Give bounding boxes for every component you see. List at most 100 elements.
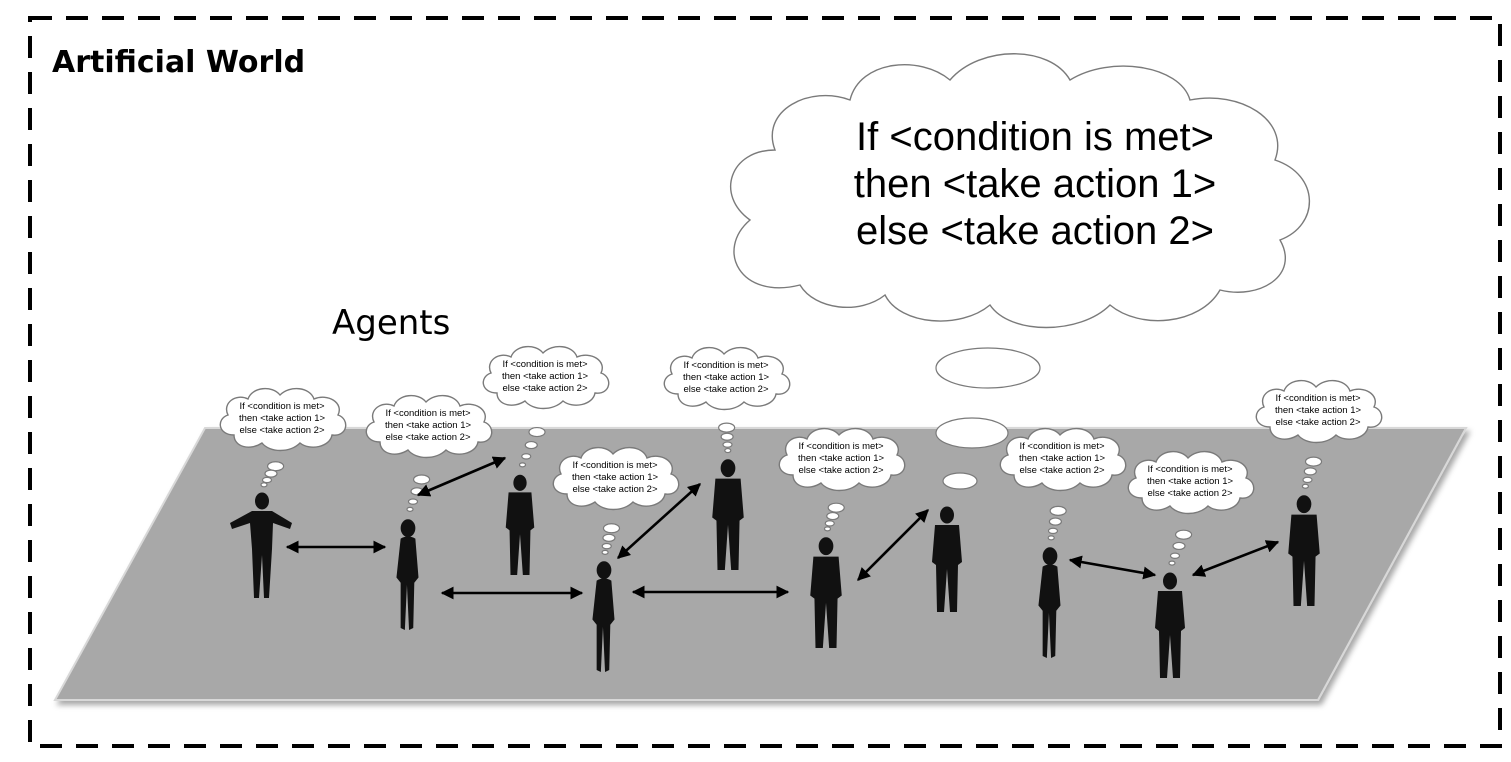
- agent-rule-line: If <condition is met>: [1275, 393, 1360, 404]
- agent-rule-line: else <take action 2>: [683, 384, 768, 395]
- agent-rule-line: If <condition is met>: [683, 360, 768, 371]
- thought-bubble-dot: [260, 482, 268, 488]
- agent-rule-line: else <take action 2>: [572, 484, 657, 495]
- person-silhouette-icon: [1038, 547, 1061, 658]
- thought-bubble-dot: [1169, 552, 1181, 559]
- agent-rule-line: else <take action 2>: [1275, 417, 1360, 428]
- agent-rule-line: else <take action 2>: [1019, 465, 1104, 476]
- agent-rule-line: then <take action 1>: [239, 413, 326, 424]
- thought-bubble-dot: [826, 511, 840, 521]
- thought-bubble-dot: [602, 533, 616, 542]
- thought-bubble-dot: [1301, 483, 1310, 489]
- thought-bubble-dot: [524, 440, 538, 450]
- agent-rule-line: then <take action 1>: [1147, 476, 1234, 487]
- agent-rule-line: then <take action 1>: [502, 371, 589, 382]
- person-silhouette-icon: [505, 474, 535, 575]
- thought-cloud-icon: If <condition is met>then <take action 1…: [999, 427, 1127, 492]
- main-thought-cloud: If <condition is met> then <take action …: [730, 53, 1311, 490]
- person-silhouette-icon: [810, 537, 842, 648]
- agent-rule-line: else <take action 2>: [502, 383, 587, 394]
- agents-layer: If <condition is met>then <take action 1…: [219, 345, 1383, 678]
- double-arrow-icon: [617, 483, 701, 559]
- person-silhouette-icon: [396, 519, 419, 630]
- thought-bubble-dot: [1047, 527, 1059, 535]
- person-silhouette-icon: [1155, 572, 1185, 678]
- agent-rule-line: If <condition is met>: [572, 460, 657, 471]
- agent-rule-line: then <take action 1>: [798, 453, 885, 464]
- thought-bubble-dot: [1303, 467, 1317, 476]
- agent-rule-line: then <take action 1>: [572, 472, 659, 483]
- thought-bubble-dot: [1168, 560, 1176, 566]
- thought-bubble-dot: [935, 347, 1041, 389]
- thought-bubble-dot: [722, 441, 733, 448]
- agent-rule-line: If <condition is met>: [239, 401, 324, 412]
- arrows-layer: [285, 456, 1280, 600]
- thought-bubble-dot: [824, 520, 835, 527]
- thought-bubble-dot: [942, 472, 978, 490]
- thought-bubble-dot: [823, 526, 832, 532]
- frame-title: Artificial World: [52, 45, 305, 80]
- thought-bubble-dot: [413, 474, 431, 485]
- main-rule-if: If <condition is met>: [856, 115, 1214, 159]
- thought-bubble-dot: [1172, 541, 1186, 551]
- thought-cloud-icon: If <condition is met>then <take action 1…: [219, 387, 347, 452]
- double-arrow-icon: [1191, 540, 1280, 577]
- agent-rule-line: If <condition is met>: [1147, 464, 1232, 475]
- thought-bubble-dot: [267, 461, 285, 472]
- main-rule-else: else <take action 2>: [856, 209, 1214, 253]
- agent-rule-line: then <take action 1>: [683, 372, 770, 383]
- thought-bubble-dot: [1048, 517, 1063, 526]
- agent-rule-line: If <condition is met>: [385, 408, 470, 419]
- person-silhouette-icon: [592, 561, 615, 672]
- agent-rule-line: else <take action 2>: [239, 425, 324, 436]
- thought-bubble-dot: [1302, 476, 1313, 484]
- agent-rule-line: If <condition is met>: [798, 441, 883, 452]
- thought-bubble-dot: [1047, 535, 1055, 541]
- thought-cloud-icon: If <condition is met>then <take action 1…: [482, 345, 610, 410]
- world-frame: [28, 16, 1502, 748]
- thought-bubble-dot: [724, 447, 732, 454]
- thought-bubble-dot: [601, 542, 612, 550]
- agent-rule-line: then <take action 1>: [1019, 453, 1106, 464]
- double-arrow-icon: [857, 509, 929, 581]
- agent-rule-line: If <condition is met>: [502, 359, 587, 370]
- thought-bubble-dot: [827, 502, 845, 513]
- agents-label: Agents: [332, 303, 450, 343]
- double-arrow-icon: [1068, 555, 1157, 580]
- thought-cloud-icon: If <condition is met>then <take action 1…: [552, 446, 680, 511]
- thought-bubble-dot: [406, 506, 414, 512]
- thought-bubble-dot: [935, 417, 1009, 449]
- thought-cloud-icon: If <condition is met>then <take action 1…: [778, 427, 906, 492]
- person-silhouette-icon: [932, 506, 962, 612]
- thought-bubble-dot: [528, 426, 546, 438]
- thought-bubble-dot: [1174, 529, 1193, 540]
- thought-bubble-dot: [720, 432, 734, 441]
- agent-rule-line: else <take action 2>: [798, 465, 883, 476]
- thought-bubble-dot: [1304, 456, 1323, 467]
- thought-cloud-icon: If <condition is met>then <take action 1…: [365, 394, 493, 459]
- double-arrow-icon: [416, 456, 507, 497]
- thought-bubble-dot: [518, 462, 527, 468]
- thought-bubble-dot: [407, 498, 419, 505]
- thought-bubble-dot: [601, 549, 609, 555]
- thought-cloud-icon: If <condition is met>then <take action 1…: [1255, 379, 1383, 444]
- person-silhouette-icon: [230, 492, 292, 598]
- agent-rule-line: else <take action 2>: [1147, 488, 1232, 499]
- agent-rule-line: then <take action 1>: [385, 420, 472, 431]
- person-silhouette-icon: [1288, 495, 1320, 606]
- thought-bubble-dot: [718, 422, 736, 433]
- agent-rule-line: If <condition is met>: [1019, 441, 1104, 452]
- main-rule-then: then <take action 1>: [854, 162, 1217, 206]
- agent-rule-line: then <take action 1>: [1275, 405, 1362, 416]
- thought-bubble-dot: [261, 476, 273, 484]
- agent-rule-line: else <take action 2>: [385, 432, 470, 443]
- thought-bubble-dot: [521, 453, 532, 460]
- person-silhouette-icon: [712, 459, 744, 570]
- thought-bubble-dot: [602, 523, 621, 534]
- thought-bubble-dot: [1049, 505, 1067, 516]
- thought-cloud-icon: If <condition is met>then <take action 1…: [1127, 450, 1255, 515]
- thought-bubble-dot: [264, 469, 278, 478]
- thought-cloud-icon: If <condition is met>then <take action 1…: [663, 346, 791, 411]
